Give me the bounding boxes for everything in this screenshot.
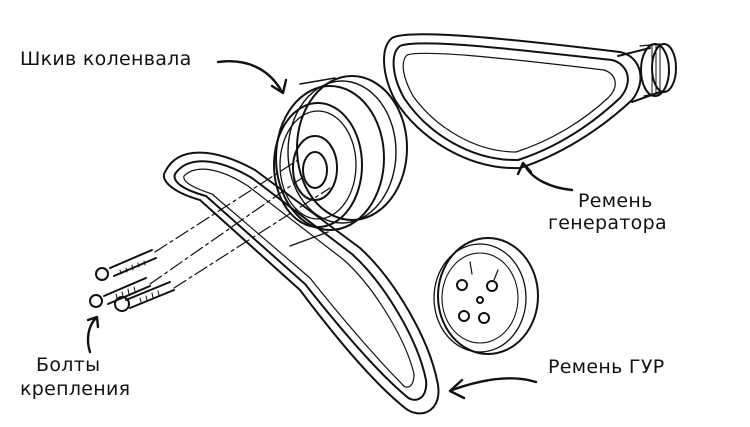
label-alternator-belt-line1: Ремень — [578, 190, 653, 212]
power-steering-pulley — [433, 237, 539, 355]
label-alternator-belt-line2: генератора — [548, 212, 667, 234]
alignment-lines — [149, 159, 331, 289]
alternator-pulley — [617, 43, 677, 103]
alternator-belt — [383, 33, 642, 170]
label-power-steering-belt: Ремень ГУР — [548, 356, 665, 378]
leader-arrows — [86, 60, 574, 400]
label-crankshaft-pulley: Шкив коленвала — [20, 48, 192, 70]
label-bolts-line2: крепления — [20, 378, 131, 400]
mounting-bolts — [89, 249, 175, 312]
crankshaft-pulley — [273, 75, 408, 247]
label-bolts-line1: Болты — [36, 354, 101, 376]
power-steering-belt — [162, 151, 440, 415]
